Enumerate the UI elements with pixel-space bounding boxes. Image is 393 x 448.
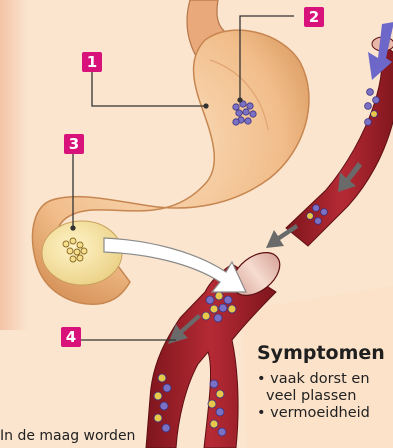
marker-1: 1 bbox=[82, 52, 102, 72]
symptom-item-urination: veel plassen bbox=[257, 388, 370, 405]
caption-text: In de maag worden bbox=[0, 428, 135, 444]
marker-3: 3 bbox=[64, 134, 84, 154]
marker-2: 2 bbox=[304, 7, 324, 27]
tissue-panel bbox=[242, 286, 393, 448]
marker-4: 4 bbox=[61, 327, 81, 347]
symptom-item-thirst: • vaak dorst en bbox=[257, 371, 370, 388]
symptoms-title: Symptomen bbox=[257, 342, 385, 364]
skin-edge bbox=[0, 0, 28, 330]
symptoms-list: • vaak dorst en veel plassen • vermoeidh… bbox=[257, 371, 370, 422]
symptom-item-fatigue: • vermoeidheid bbox=[257, 405, 370, 422]
